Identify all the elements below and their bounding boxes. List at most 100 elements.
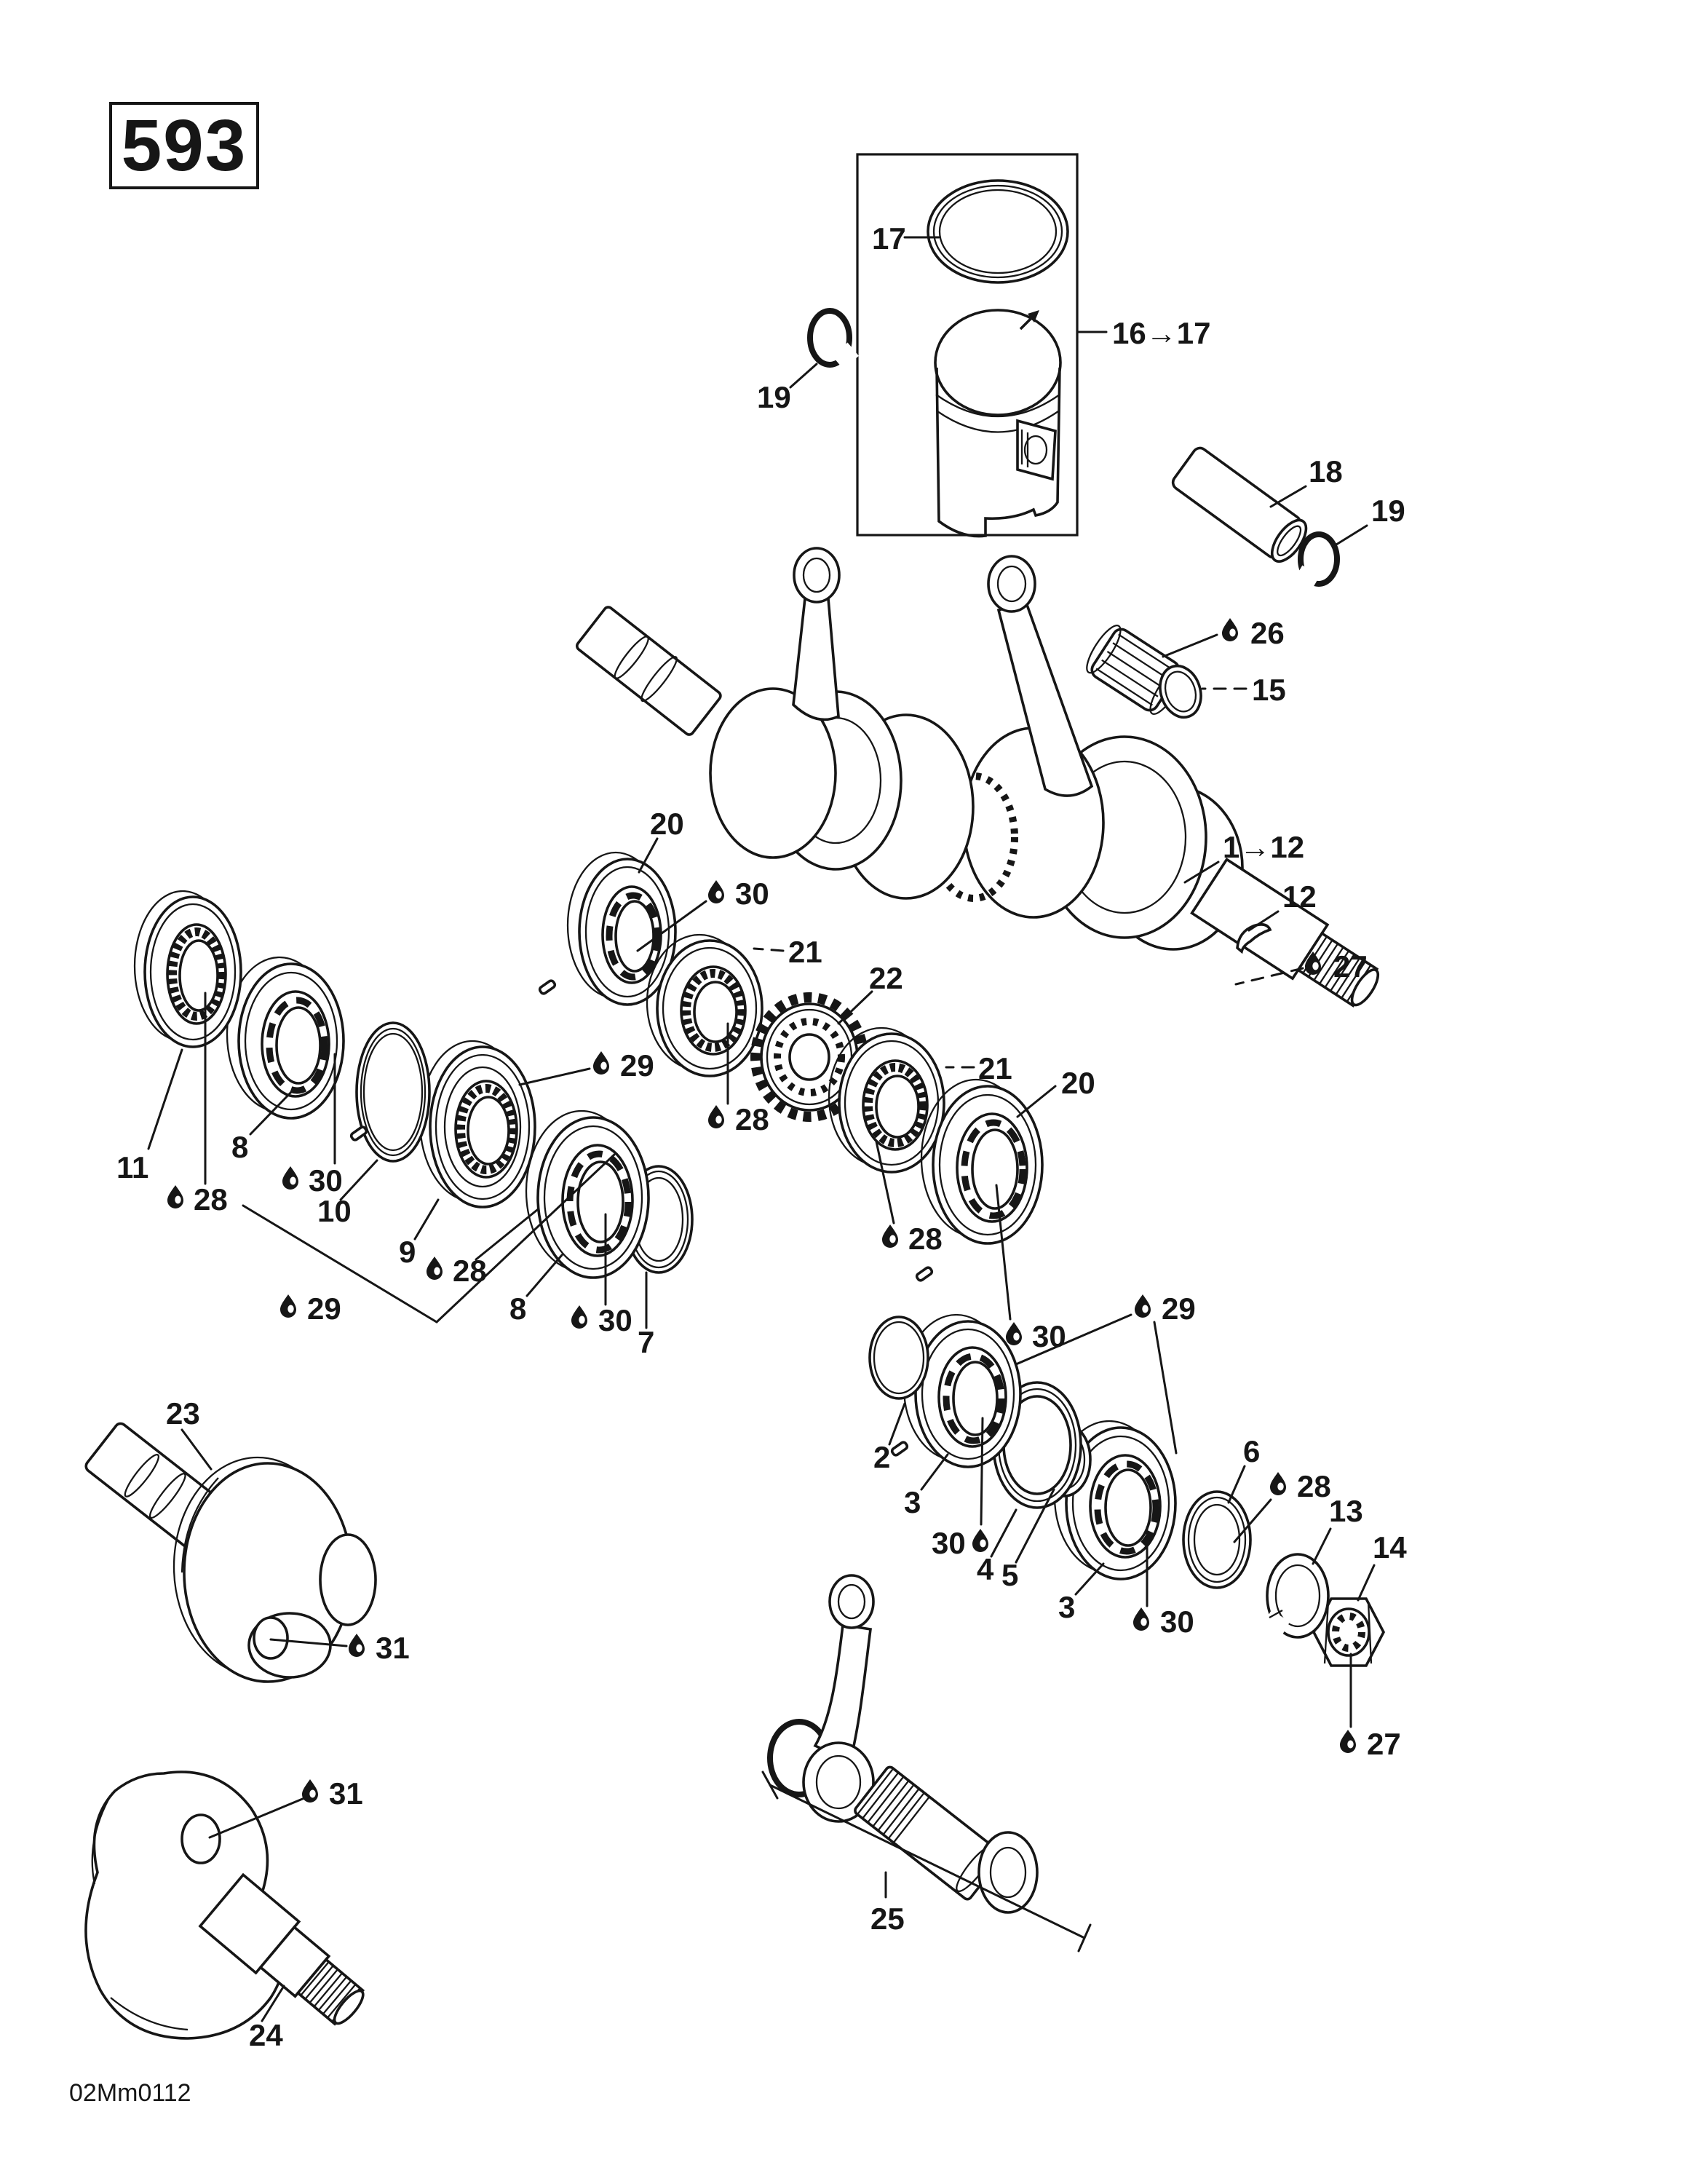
callout-number: 29 (620, 1048, 654, 1083)
callout-number: 30 (598, 1303, 632, 1337)
leader-line (339, 1159, 378, 1201)
callout-number: 3 (1058, 1590, 1075, 1624)
callout-10: 10 (317, 1159, 378, 1228)
leader-line (769, 1784, 1086, 1939)
leader-line (1015, 1488, 1055, 1564)
oil-drop-icon (1340, 1730, 1356, 1753)
leader-line (1015, 1313, 1132, 1366)
callout-number: 8 (231, 1130, 248, 1164)
oil-drop-highlight (889, 1235, 896, 1243)
callout-19: 19 (1335, 494, 1405, 546)
callout-number: 9 (399, 1235, 416, 1269)
callout-23: 23 (166, 1396, 213, 1471)
oil-drop-icon (427, 1257, 443, 1280)
leader-line (753, 947, 785, 952)
part-bearing-3-rear (1053, 1420, 1177, 1580)
callout-number: 23 (166, 1396, 200, 1431)
leader-line (995, 1184, 1012, 1321)
callout-24: 24 (249, 1985, 285, 2052)
oil-drop-highlight (287, 1305, 294, 1313)
oil-drop-icon (282, 1166, 298, 1190)
leader-line (1074, 1562, 1105, 1596)
callout-number: 29 (307, 1291, 341, 1326)
callout-28: 28 (427, 1208, 539, 1288)
callout-number: 19 (757, 380, 791, 414)
oil-drop-highlight (1347, 1740, 1354, 1749)
oil-drop-highlight (1277, 1482, 1284, 1491)
leader-line (638, 837, 659, 874)
part-connecting-rod-left (792, 547, 841, 721)
callout-number: 29 (1162, 1291, 1196, 1326)
callout-number: 2 (873, 1440, 890, 1474)
part-labyrinth-seal-9 (418, 1040, 536, 1208)
callout-20: 20 (1016, 1066, 1095, 1118)
leader-line (789, 363, 818, 389)
oil-drop-highlight (1013, 1332, 1020, 1341)
part-piston-16 (934, 309, 1062, 538)
callout-7: 7 (638, 1271, 654, 1359)
callout-28: 28 (1233, 1469, 1331, 1543)
leader-line (1153, 1321, 1178, 1455)
part-clip-sliver (538, 979, 557, 995)
leader-line (1357, 1564, 1376, 1602)
oil-drop-icon (708, 1105, 724, 1128)
callout-number: 8 (509, 1291, 526, 1326)
leader-line (518, 1067, 591, 1086)
callout-15: 15 (1201, 673, 1286, 707)
leader-line (920, 1453, 949, 1491)
callout-29: 29 (518, 1048, 654, 1086)
leader-line (888, 1402, 906, 1446)
leader-line (990, 1508, 1017, 1558)
oil-drop-highlight (980, 1539, 986, 1548)
callout-9: 9 (399, 1198, 440, 1269)
callout-number: 31 (376, 1631, 410, 1665)
callout-13: 13 (1312, 1494, 1363, 1565)
callout-number: 19 (1371, 494, 1405, 528)
callout-number: 31 (329, 1776, 363, 1811)
callout-3: 3 (1058, 1562, 1105, 1624)
oil-drop-highlight (309, 1789, 316, 1798)
part-bearing-3-front (903, 1313, 1022, 1468)
leader-line (1183, 860, 1220, 884)
callout-27: 27 (1340, 1653, 1401, 1761)
callout-30: 30 (636, 877, 769, 952)
oil-drop-icon (708, 880, 724, 903)
part-oil-seal-21-left (646, 933, 763, 1077)
oil-drop-icon (1133, 1607, 1149, 1631)
part-crankshaft-half-24 (84, 1770, 365, 2040)
callout-29: 29 (242, 1153, 616, 1326)
oil-drop-highlight (1312, 962, 1319, 970)
oil-drop-icon (1270, 1472, 1286, 1495)
part-woodruff-key-12 (1236, 923, 1272, 954)
callout-number: 7 (638, 1325, 654, 1359)
callout-14: 14 (1357, 1530, 1407, 1602)
callout-2: 2 (873, 1402, 906, 1474)
oil-drop-icon (593, 1051, 609, 1075)
leader-line (1247, 910, 1280, 932)
leader-line (181, 1428, 213, 1471)
oil-drop-icon (1006, 1322, 1022, 1345)
callout-number: 22 (869, 961, 903, 995)
leader-line (761, 1770, 779, 1800)
callout-number: 13 (1329, 1494, 1363, 1528)
leader-line (249, 1088, 295, 1136)
part-clip-sliver (349, 1125, 368, 1142)
oil-drop-highlight (1140, 1618, 1147, 1626)
callout-number: 30 (735, 877, 769, 911)
callout-30: 30 (932, 1417, 988, 1560)
callout-number: 27 (1333, 949, 1368, 984)
callout-number: 26 (1250, 616, 1285, 650)
callout-28: 28 (708, 1022, 769, 1136)
leader-line (1312, 1527, 1332, 1565)
callout-8: 8 (509, 1254, 563, 1326)
callout-28: 28 (875, 1140, 943, 1256)
oil-drop-icon (882, 1224, 898, 1248)
part-seal-ring-6 (1182, 1490, 1252, 1589)
leader-line (1234, 967, 1304, 986)
callout-18: 18 (1269, 454, 1343, 508)
callout-26: 26 (1162, 616, 1285, 658)
callout-number: 12 (1282, 879, 1317, 914)
oil-drop-highlight (175, 1195, 181, 1204)
part-bearing-8-front (226, 956, 345, 1120)
callout-number: 15 (1252, 673, 1286, 707)
